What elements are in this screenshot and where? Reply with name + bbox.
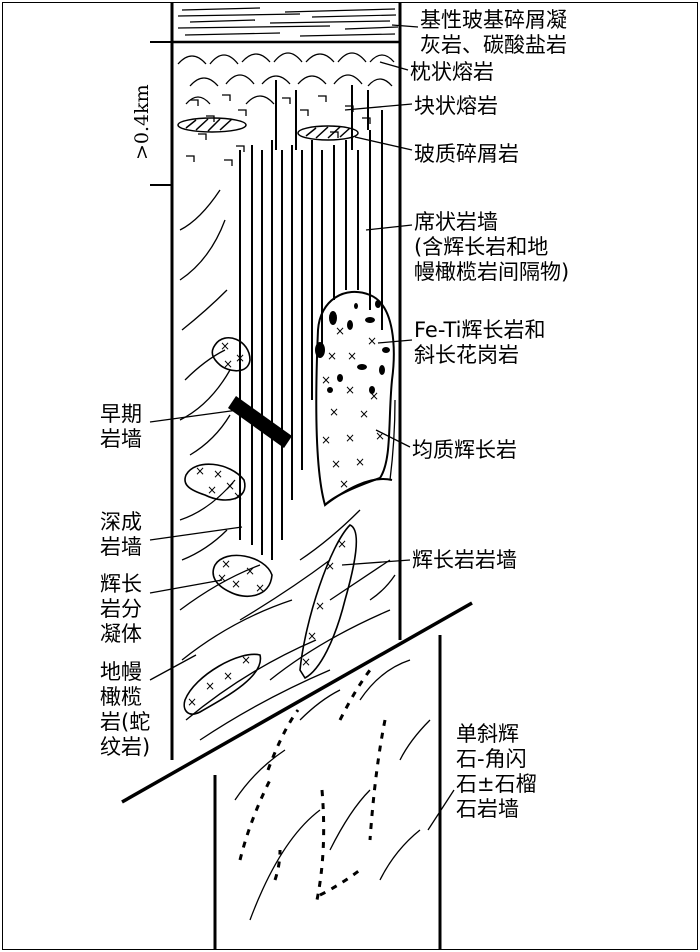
label-deep-dike-text: 深成 岩墙 [100,510,142,559]
svg-text:×: × [223,357,233,371]
label-gabbro-dikes: 辉长岩岩墙 [412,548,517,573]
svg-text:×: × [339,477,349,491]
svg-text:×: × [217,571,227,585]
svg-text:×: × [231,577,241,591]
svg-text:×: × [345,431,355,445]
svg-text:×: × [327,349,337,363]
label-fe-ti-gabbro: Fe-Ti辉长岩和 斜长花岗岩 [414,318,546,368]
svg-text:×: × [233,489,243,503]
label-sheeted-dikes: 席状岩墙 (含辉长岩和地 幔橄榄岩间隔物) [414,210,569,285]
lower-block-dikes [240,670,385,900]
svg-text:×: × [329,405,339,419]
label-mantle-peridotite: 地幔 橄榄 岩(蛇 纹岩) [100,660,150,760]
svg-text:×: × [337,537,347,551]
svg-text:×: × [359,407,369,421]
svg-text:×: × [207,483,217,497]
svg-text:×: × [241,653,251,667]
svg-text:×: × [321,433,331,447]
svg-text:×: × [355,455,365,469]
svg-text:×: × [367,334,377,348]
svg-text:×: × [331,457,341,471]
label-early-dike: 早期 岩墙 [100,402,142,452]
label-isotropic-gabbro: 均质辉长岩 [412,438,517,463]
label-deep-dike: 深成 岩墙 [100,510,142,560]
svg-text:×: × [223,669,233,683]
svg-text:×: × [335,324,345,338]
gabbro-x-marks: ××× ××× ××× ××× ××× ××× ××× ×× ××× ×× ××… [187,324,385,709]
label-hyaloclastite: 玻质碎屑岩 [414,142,519,167]
label-pillow-lava: 枕状熔岩 [410,60,494,85]
label-early-dike-text: 早期 岩墙 [100,402,142,451]
label-fe-ti-gabbro-text: Fe-Ti辉长岩和 斜长花岗岩 [414,318,546,367]
label-basic-sediments: 基性玻基碎屑凝 灰岩、碳酸盐岩 [420,8,567,58]
svg-text:×: × [347,349,357,363]
hyaloclastite-lenses [178,118,358,140]
label-sheeted-dikes-text: 席状岩墙 (含辉长岩和地 幔橄榄岩间隔物) [414,210,569,284]
label-gabbro-segregation-text: 辉长 岩分 凝体 [100,572,142,646]
label-pyroxene-dikes-text: 单斜辉 石-角闪 石±石榴 石岩墙 [456,722,537,821]
svg-text:×: × [307,629,317,643]
label-pyroxene-dikes: 单斜辉 石-角闪 石±石榴 石岩墙 [456,722,537,822]
svg-text:×: × [235,351,245,365]
svg-text:×: × [220,339,230,353]
svg-text:×: × [205,679,215,693]
svg-text:×: × [369,389,379,403]
svg-text:×: × [321,373,331,387]
svg-text:×: × [325,559,335,573]
svg-text:×: × [375,429,385,443]
svg-text:×: × [221,557,231,571]
svg-text:×: × [301,655,311,669]
sediment-hatching [178,8,398,36]
gabbro-base [325,479,392,505]
label-mantle-peridotite-text: 地幔 橄榄 岩(蛇 纹岩) [100,660,150,759]
label-gabbro-segregation: 辉长 岩分 凝体 [100,572,142,647]
scale-label: >0.4km [131,84,153,160]
pillow-lava-arcs [178,53,394,104]
fault-line [122,603,472,802]
svg-text:×: × [213,467,223,481]
svg-text:×: × [195,464,205,478]
sheeted-dike-lines [240,80,382,560]
label-massive-lava: 块状熔岩 [414,94,498,119]
svg-text:×: × [187,695,197,709]
lower-block-curves [235,660,430,920]
svg-text:×: × [245,564,255,578]
massive-lava-marks [186,95,370,166]
svg-text:×: × [255,581,265,595]
svg-text:×: × [345,383,355,397]
label-basic-sediments-text: 基性玻基碎屑凝 灰岩、碳酸盐岩 [420,8,567,57]
svg-text:×: × [315,599,325,613]
